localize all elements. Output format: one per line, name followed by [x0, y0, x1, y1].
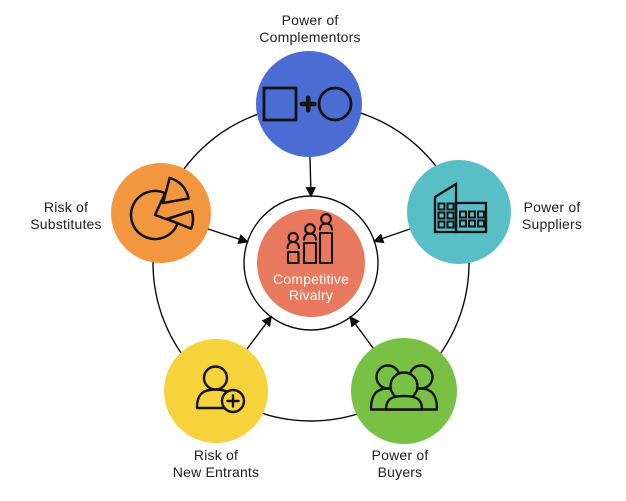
arrow-substitutes-to-center [207, 228, 249, 245]
factory-buildings-icon [433, 181, 488, 234]
label-complementors-line2: Complementors [259, 29, 361, 45]
label-new-entrants: Risk of New Entrants [173, 447, 259, 481]
label-new-entrants-line2: New Entrants [172, 464, 260, 480]
arrow-buyers-to-center [349, 315, 374, 349]
label-competitive-rivalry-line1: Competitive [272, 271, 350, 287]
label-complementors: Power of Complementors [259, 12, 360, 46]
arrow-new-entrants-to-center [246, 315, 273, 350]
node-new-entrants-circle [164, 339, 268, 443]
arrow-complementors-to-center [305, 156, 317, 198]
label-suppliers-line1: Power of [523, 199, 581, 215]
node-substitutes-circle [111, 163, 211, 263]
label-complementors-line1: Power of [281, 12, 339, 28]
label-suppliers-line2: Suppliers [521, 216, 583, 232]
label-buyers-line1: Power of [371, 447, 429, 463]
label-substitutes-line1: Risk of [43, 199, 89, 215]
label-buyers-line2: Buyers [377, 464, 423, 480]
label-substitutes: Risk of Substitutes [30, 199, 101, 233]
label-substitutes-line2: Substitutes [30, 216, 102, 232]
label-competitive-rivalry: Competitive Rivalry [273, 271, 349, 303]
square-plus-circle-icon [262, 86, 353, 122]
people-group-icon [369, 364, 439, 411]
inward-arrows [207, 156, 411, 350]
arrow-suppliers-to-center [372, 228, 411, 244]
competition-bar-chart-icon [286, 213, 334, 265]
pie-chart-icon [129, 176, 195, 241]
label-new-entrants-line1: Risk of [193, 447, 239, 463]
label-buyers: Power of Buyers [372, 447, 429, 481]
label-competitive-rivalry-line2: Rivalry [288, 287, 334, 303]
label-suppliers: Power of Suppliers [522, 199, 582, 233]
person-add-icon [195, 365, 246, 414]
